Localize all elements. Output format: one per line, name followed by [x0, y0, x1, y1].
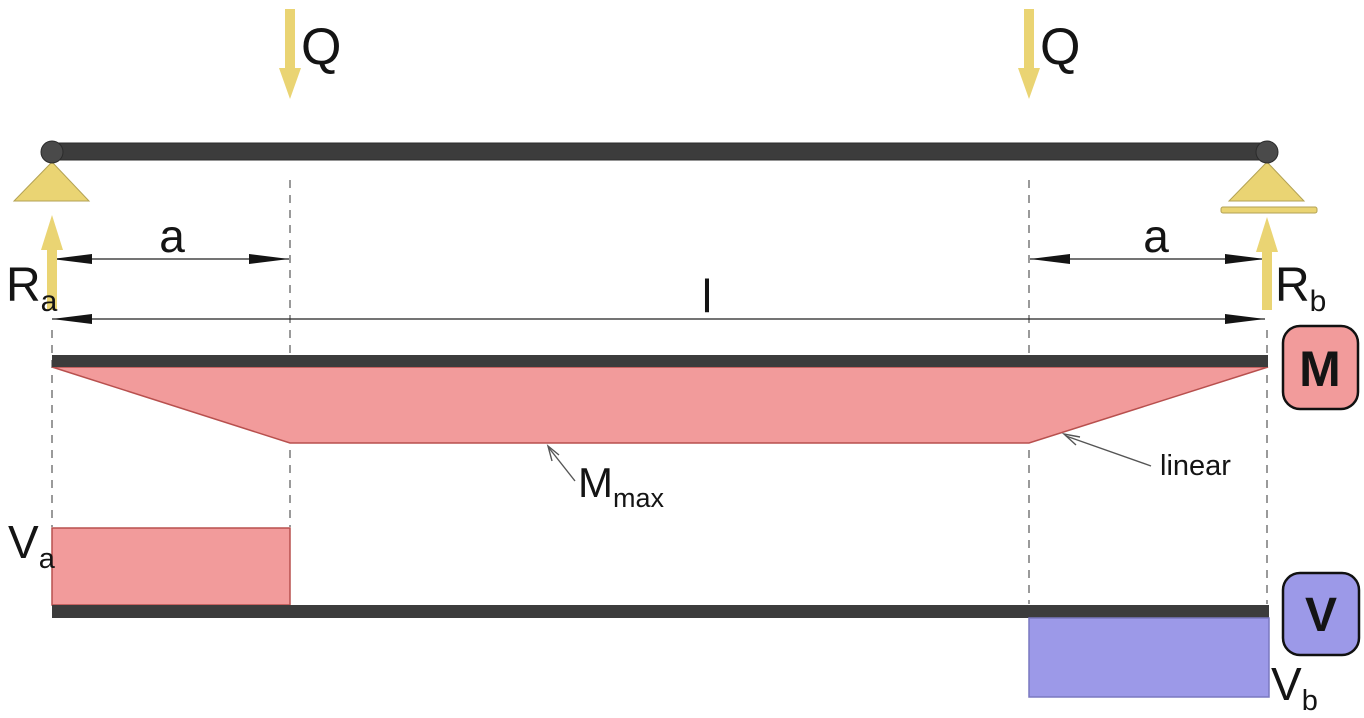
shear-label-right-sub: b	[1302, 685, 1318, 717]
dim-span-label: l	[702, 270, 712, 322]
reaction-arrow-left	[41, 215, 63, 310]
load-label-left: Q	[301, 18, 341, 76]
support-pin-triangle-left	[12, 161, 91, 202]
reaction-label-left: Ra	[6, 259, 58, 318]
moment-max-label: Mmax	[578, 459, 665, 513]
beam-pin-circle-right	[1255, 140, 1279, 164]
linear-leader-line	[1065, 435, 1152, 467]
dim-a-right-arrowhead-right	[1225, 254, 1265, 264]
support-roller-plate-right	[1220, 206, 1318, 214]
reaction-label-right: Rb	[1275, 259, 1326, 318]
shear-label-left: Va	[8, 516, 56, 575]
moment-max-label-sub: max	[613, 483, 665, 513]
reaction-arrow-right	[1256, 217, 1278, 310]
shear-label-right-main: V	[1271, 658, 1302, 710]
support-roller-triangle-right	[1227, 161, 1306, 202]
reaction-label-right-main: R	[1275, 259, 1310, 312]
linear-leader-arrowhead	[1061, 432, 1081, 446]
linear-note-label: linear	[1160, 450, 1231, 482]
reaction-label-right-sub: b	[1310, 285, 1327, 318]
shear-label-right: Vb	[1271, 658, 1318, 717]
shear-baseline-bar	[52, 605, 1269, 618]
shear-badge-label: V	[1305, 589, 1337, 642]
dim-a-left-label: a	[159, 210, 185, 262]
moment-badge-label: M	[1299, 341, 1341, 397]
dim-a-left-arrowhead-right	[249, 254, 289, 264]
dim-a-right-label: a	[1143, 210, 1169, 262]
beam-pin-circle-left	[40, 140, 64, 164]
moment-baseline-bar	[52, 355, 1268, 367]
dim-span-arrowhead-left	[52, 314, 92, 324]
load-arrow-left	[279, 9, 301, 99]
load-label-right: Q	[1040, 18, 1080, 76]
moment-max-label-main: M	[578, 459, 613, 506]
beam-bar	[51, 142, 1268, 161]
dim-a-left-arrowhead-left	[52, 254, 92, 264]
shear-label-left-main: V	[8, 516, 39, 568]
moment-badge	[1281, 324, 1360, 411]
shear-label-left-sub: a	[39, 543, 56, 575]
shear-positive-area	[51, 527, 291, 606]
reaction-label-left-main: R	[6, 259, 41, 312]
moment-diagram-area	[51, 366, 1269, 444]
load-arrow-right	[1018, 9, 1040, 99]
reaction-label-left-sub: a	[41, 285, 58, 318]
moment-max-leader-arrowhead	[546, 444, 560, 462]
shear-badge	[1281, 571, 1361, 657]
moment-max-leader-line	[548, 447, 576, 482]
dim-span-arrowhead-right	[1225, 314, 1265, 324]
shear-negative-area	[1028, 617, 1270, 698]
dim-a-right-arrowhead-left	[1030, 254, 1070, 264]
